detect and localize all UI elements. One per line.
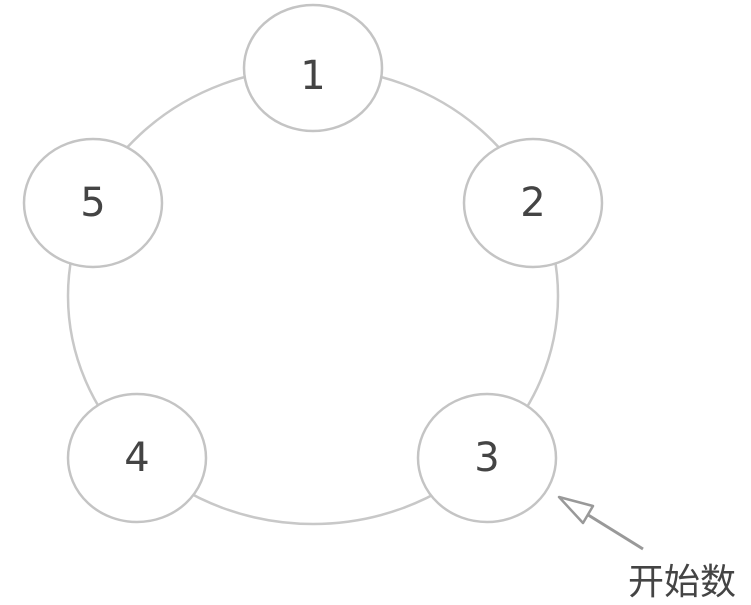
- node-1: 1: [242, 3, 384, 133]
- node-label: 2: [520, 180, 545, 226]
- node-label: 1: [300, 53, 325, 99]
- node-2: 2: [462, 137, 604, 269]
- start-count-label: 开始数: [628, 562, 737, 603]
- node-label: 4: [124, 435, 149, 481]
- node-label: 3: [474, 435, 499, 481]
- node-label: 5: [80, 180, 105, 226]
- node-4: 4: [66, 392, 208, 524]
- node-3: 3: [416, 392, 558, 524]
- start-arrow: [557, 495, 644, 551]
- node-5: 5: [22, 137, 164, 269]
